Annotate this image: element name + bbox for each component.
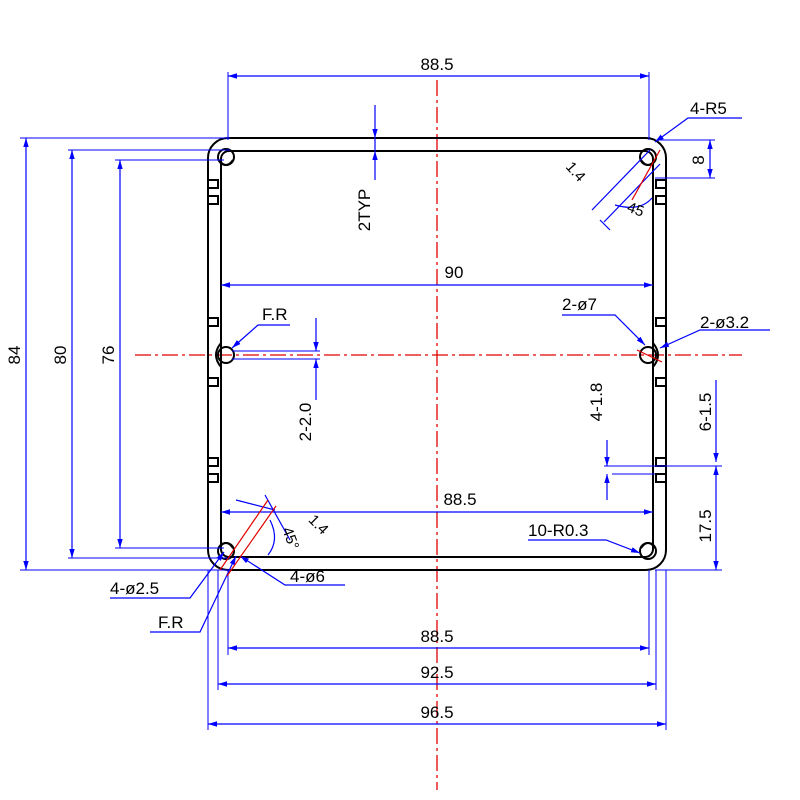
leader-4-o25: [110, 551, 225, 599]
leader-fr-bottom: [150, 555, 237, 633]
inner-wall: [220, 150, 654, 558]
label-groove-18: 4-1.8: [587, 383, 606, 422]
label-groove-15: 6-1.5: [696, 393, 715, 432]
label-hole-25: 4-ø2.5: [110, 579, 159, 598]
right-groove-bottom: [655, 457, 666, 483]
leader-fr-left: [231, 324, 290, 349]
leader-2-o7: [562, 314, 646, 346]
left-groove-bottom: [208, 457, 219, 483]
left-groove-mid-top: [208, 317, 219, 327]
screw-boss-top-left: [217, 148, 235, 166]
leader-10-r03: [528, 539, 641, 554]
screw-boss-bottom-left: [217, 542, 235, 560]
label-fr-left: F.R: [262, 305, 288, 324]
dimension-labels: 88.5 4-R5 8 2TYP 1.4 45 90 F.R 2-ø7 2-ø3…: [5, 55, 749, 722]
right-groove-top: [655, 179, 666, 205]
screw-boss-bottom-right: [639, 542, 657, 560]
label-angle-top: 45: [625, 199, 646, 221]
leader-4-o6: [239, 555, 345, 586]
label-fr-bottom: F.R: [158, 613, 184, 632]
outer-wall: [207, 137, 667, 571]
enclosure-profile: [207, 137, 667, 571]
label-corner-radius: 4-R5: [690, 99, 727, 118]
label-hole-7: 2-ø7: [562, 295, 597, 314]
side-boss-left: [215, 342, 235, 368]
label-bevel-top: 1.4: [562, 159, 589, 186]
extension-lines: [20, 72, 722, 730]
label-typ: 2TYP: [355, 189, 374, 232]
leader-2-o32: [659, 329, 770, 349]
label-height-84: 84: [5, 346, 24, 365]
label-hole-32: 2-ø3.2: [700, 313, 749, 332]
left-groove-mid-bottom: [208, 377, 219, 387]
label-width-top: 88.5: [420, 55, 453, 74]
label-slot-8: 8: [689, 155, 708, 164]
red-detail-lines: [219, 149, 663, 577]
right-groove-mid-bottom: [655, 377, 666, 387]
label-width-925: 92.5: [420, 663, 453, 682]
label-groove-20: 2-2.0: [296, 403, 315, 442]
right-groove-mid-top: [655, 317, 666, 327]
label-offset-175: 17.5: [696, 509, 715, 542]
label-radius-03: 10-R0.3: [528, 521, 588, 540]
label-width-bottom-885: 88.5: [420, 627, 453, 646]
side-boss-right: [639, 342, 659, 368]
label-height-80: 80: [51, 346, 70, 365]
label-height-76: 76: [99, 346, 118, 365]
label-width-965: 96.5: [420, 703, 453, 722]
label-angle-bottom: 45°: [278, 525, 302, 552]
centerlines: [135, 80, 742, 790]
label-width-inner: 90: [445, 263, 464, 282]
label-width-lower: 88.5: [443, 490, 476, 509]
label-hole-6: 4-ø6: [290, 567, 325, 586]
dimension-lines: [23, 73, 770, 727]
leader-4-r5: [654, 117, 742, 143]
left-groove-top: [208, 179, 219, 205]
label-bevel-bottom: 1.4: [305, 511, 332, 538]
